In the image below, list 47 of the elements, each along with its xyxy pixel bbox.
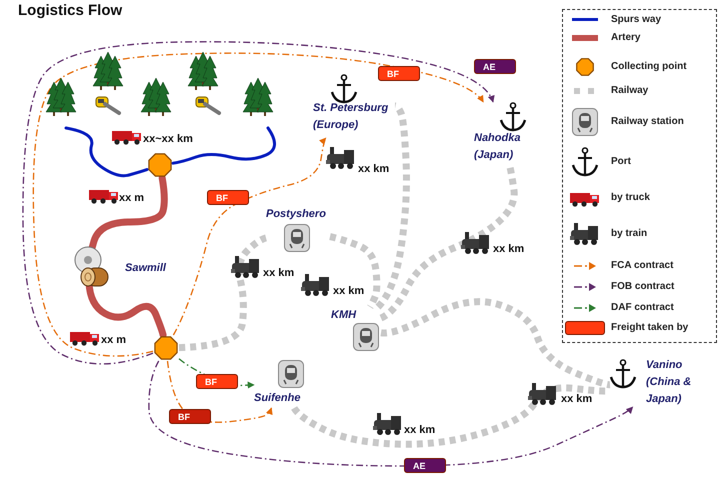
- spur-line: [64, 126, 148, 178]
- railway-line: [178, 234, 268, 352]
- legend-label: Spurs way: [611, 14, 662, 25]
- place-name: St. Petersburg (Europe): [313, 101, 390, 133]
- freight-badge: AE: [404, 458, 446, 473]
- distance-label: xx~xx km: [143, 133, 193, 146]
- railway-line: [379, 166, 518, 322]
- artery-line: [85, 174, 168, 338]
- distance-label: xx km: [263, 267, 294, 280]
- railway-line: [375, 102, 410, 310]
- distance-label: xx km: [561, 393, 592, 406]
- legend-label: Railway: [611, 85, 648, 96]
- legend-label: FOB contract: [611, 281, 674, 292]
- freight-badge: BF: [196, 374, 238, 389]
- railway-line: [329, 233, 380, 309]
- place-name: KMH: [331, 308, 358, 323]
- distance-label: xx km: [493, 243, 524, 256]
- collecting-point-octagon: [153, 335, 179, 361]
- legend-label: by train: [611, 228, 648, 239]
- freight-badge: AE: [474, 59, 516, 74]
- legend-label: Collecting point: [611, 61, 687, 72]
- legend-label: Freight taken by: [611, 322, 688, 333]
- place-name: Suifenhe: [254, 391, 302, 406]
- spur-line: [172, 126, 276, 165]
- place-name: Nahodka (Japan): [474, 131, 522, 163]
- distance-label: xx km: [404, 424, 436, 437]
- place-name: Sawmill: [125, 262, 166, 275]
- collecting-point-octagon: [147, 152, 173, 178]
- distance-label: xx m: [101, 334, 126, 347]
- legend-label: DAF contract: [611, 302, 674, 313]
- contract-arrow: [148, 360, 634, 467]
- railway-line: [380, 298, 610, 388]
- freight-badge: BF: [207, 190, 249, 205]
- legend-label: Railway station: [611, 116, 684, 127]
- legend-label: FCA contract: [611, 260, 674, 271]
- contract-arrow: [172, 137, 326, 336]
- place-name: Vanino (China & Japan): [646, 358, 692, 407]
- distance-label: xx m: [119, 192, 144, 205]
- freight-badge: BF: [169, 409, 211, 424]
- legend-label: Artery: [611, 32, 640, 43]
- diagram-title: Logistics Flow: [18, 2, 122, 19]
- legend-label: Port: [611, 156, 631, 167]
- legend-label: by truck: [611, 192, 650, 203]
- distance-label: xx km: [358, 163, 390, 176]
- freight-badge: BF: [378, 66, 420, 81]
- distance-label: xx km: [333, 285, 364, 298]
- place-name: Postyshero: [266, 207, 327, 222]
